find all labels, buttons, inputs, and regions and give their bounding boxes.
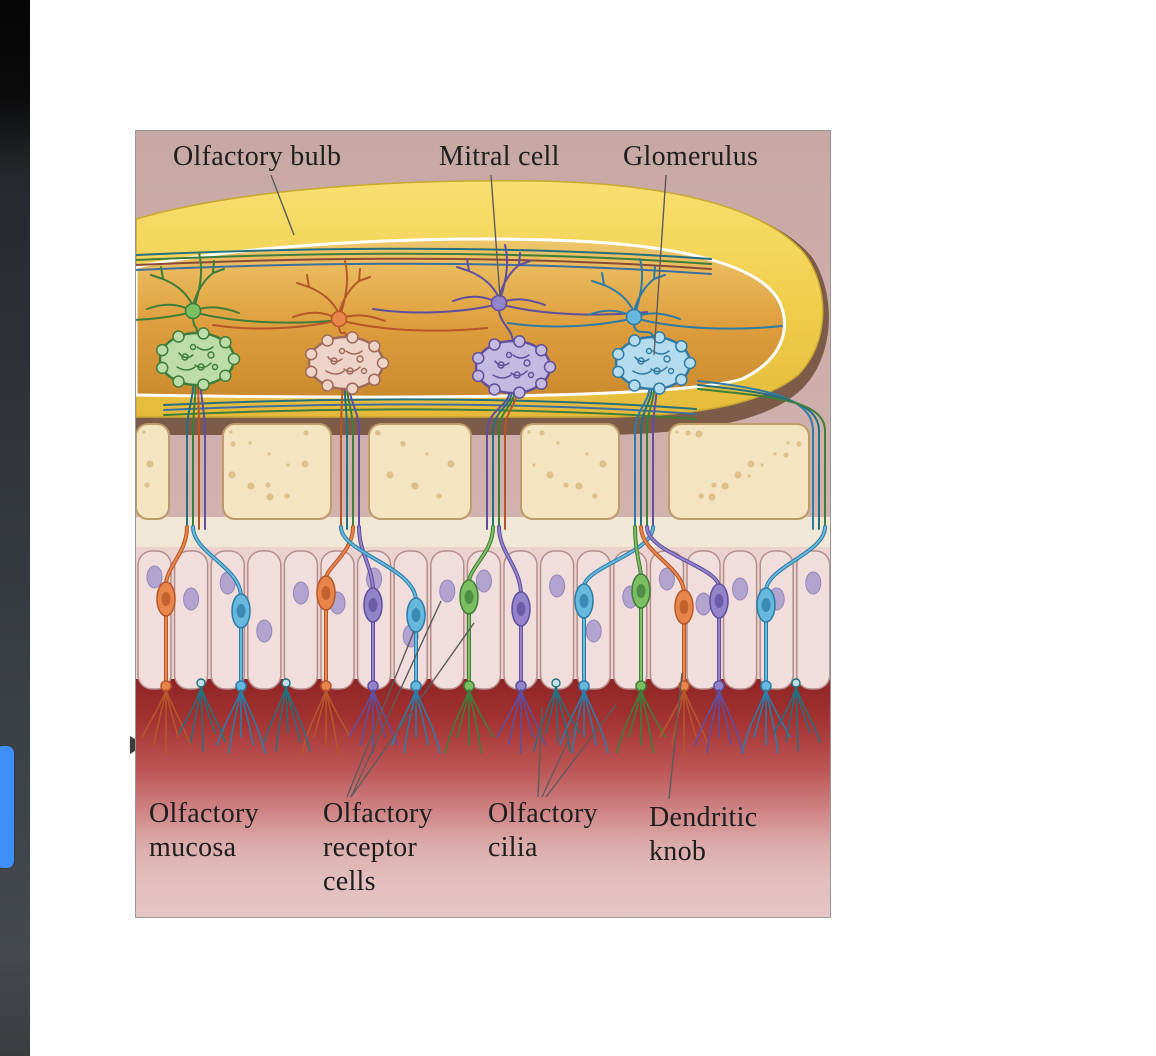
background-app-strip	[0, 0, 30, 1056]
label-olfactory-mucosa: Olfactory mucosa	[149, 797, 259, 865]
label-olfactory-receptor-cells: Olfactory receptor cells	[323, 797, 433, 899]
side-scroll-handle[interactable]	[0, 746, 14, 868]
label-dendritic-knob: Dendritic knob	[649, 801, 757, 869]
label-mitral-cell: Mitral cell	[439, 141, 560, 172]
cribriform-plate	[136, 423, 810, 520]
olfactory-tract-lines	[136, 247, 712, 420]
mitral-cells	[136, 244, 783, 344]
label-line: knob	[649, 836, 707, 867]
pointer-lines	[270, 174, 683, 800]
olfactory-receptor-cells	[141, 525, 827, 754]
olfactory-system-diagram	[136, 131, 830, 917]
label-olfactory-cilia: Olfactory cilia	[488, 797, 598, 865]
label-olfactory-bulb: Olfactory bulb	[173, 141, 342, 172]
label-line: Olfactory	[149, 798, 259, 829]
label-line: Olfactory	[488, 798, 598, 829]
label-line: Olfactory	[323, 798, 433, 829]
extra-cilia	[178, 678, 821, 752]
label-line: cells	[323, 866, 376, 897]
figure-panel: Olfactory bulb Mitral cell Glomerulus Ol…	[135, 130, 831, 918]
label-glomerulus: Glomerulus	[623, 141, 759, 172]
label-line: cilia	[488, 832, 538, 863]
glomeruli	[155, 327, 697, 399]
label-line: mucosa	[149, 832, 237, 863]
label-line: Dendritic	[649, 802, 758, 833]
label-line: receptor	[323, 832, 418, 863]
